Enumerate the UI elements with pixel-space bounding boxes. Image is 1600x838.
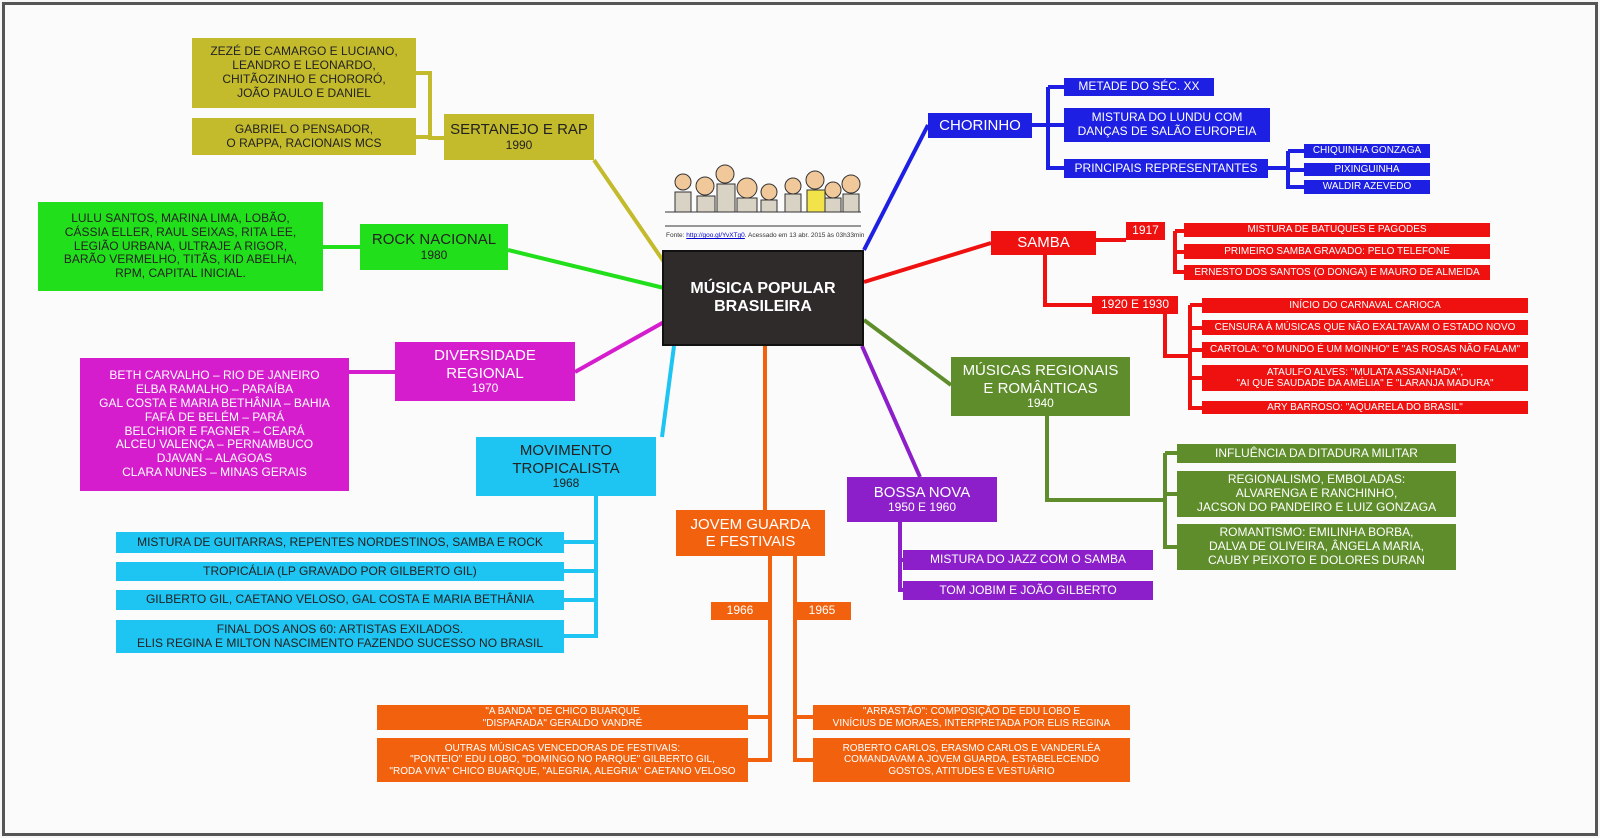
connector-sertanejo	[592, 158, 666, 264]
diversidade-item: BETH CARVALHO – RIO DE JANEIRO ELBA RAMA…	[80, 358, 349, 491]
bossa-nova-item: TOM JOBIM E JOÃO GILBERTO	[903, 581, 1153, 600]
central-topic: MÚSICA POPULAR BRASILEIRA	[662, 250, 864, 346]
bossa-nova-item: MISTURA DO JAZZ COM O SAMBA	[903, 550, 1153, 570]
node-title: MÚSICAS REGIONAIS E ROMÂNTICAS	[962, 362, 1119, 397]
node-year: 1970	[471, 380, 499, 395]
musicians-illustration	[665, 164, 861, 227]
chorinho-representante: WALDIR AZEVEDO	[1304, 180, 1430, 194]
chorinho-representante: CHIQUINHA GONZAGA	[1304, 144, 1430, 158]
connector-diversidade	[574, 320, 665, 374]
samba-item: MISTURA DE BATUQUES E PAGODES	[1184, 223, 1490, 237]
jovem-guarda-item: OUTRAS MÚSICAS VENCEDORAS DE FESTIVAIS: …	[377, 738, 748, 782]
regionais-item: INFLUÊNCIA DA DITADURA MILITAR	[1177, 444, 1456, 463]
node-year: 1940	[1027, 395, 1054, 410]
samba-item: ARY BARROSO: "AQUARELA DO BRASIL"	[1202, 401, 1528, 414]
node-title: ROCK NACIONAL	[371, 231, 497, 249]
samba-year-1917: 1917	[1126, 222, 1165, 240]
rock-item: LULU SANTOS, MARINA LIMA, LOBÃO, CÁSSIA …	[38, 202, 323, 291]
node-jovem-guarda: JOVEM GUARDA E FESTIVAIS	[676, 510, 825, 556]
samba-year-1920-1930: 1920 E 1930	[1092, 296, 1178, 314]
node-year: 1950 E 1960	[887, 500, 957, 515]
regionais-item: ROMANTISMO: EMILINHA BORBA, DALVA DE OLI…	[1177, 524, 1456, 570]
jovem-guarda-year-1966: 1966	[711, 602, 769, 620]
sertanejo-item: GABRIEL O PENSADOR, O RAPPA, RACIONAIS M…	[192, 118, 416, 155]
chorinho-item: MISTURA DO LUNDU COM DANÇAS DE SALÃO EUR…	[1064, 108, 1270, 142]
tropicalista-item: FINAL DOS ANOS 60: ARTISTAS EXILADOS. EL…	[116, 620, 564, 653]
samba-item: CARTOLA: "O MUNDO É UM MOINHO" E "AS ROS…	[1202, 342, 1528, 358]
samba-item: PRIMEIRO SAMBA GRAVADO: PELO TELEFONE	[1184, 244, 1490, 259]
connector-tropicalista	[660, 345, 676, 438]
tropicalista-item: MISTURA DE GUITARRAS, REPENTES NORDESTIN…	[116, 532, 564, 553]
chorinho-item: PRINCIPAIS REPRESENTANTES	[1064, 159, 1268, 178]
jovem-guarda-item: ROBERTO CARLOS, ERASMO CARLOS E VANDERLÉ…	[813, 738, 1130, 782]
jovem-guarda-year-1965: 1965	[793, 602, 851, 620]
node-chorinho: CHORINHO	[928, 113, 1032, 138]
samba-item: ERNESTO DOS SANTOS (O DONGA) E MAURO DE …	[1184, 265, 1490, 280]
chorinho-item: METADE DO SÉC. XX	[1064, 78, 1214, 96]
node-samba: SAMBA	[991, 231, 1096, 255]
node-title: DIVERSIDADE REGIONAL	[434, 347, 536, 382]
connector-regionais	[862, 318, 953, 387]
tropicalista-item: GILBERTO GIL, CAETANO VELOSO, GAL COSTA …	[116, 590, 564, 610]
jovem-guarda-item: "ARRASTÃO": COMPOSIÇÃO DE EDU LOBO E VIN…	[813, 705, 1130, 730]
node-year: 1980	[420, 247, 448, 262]
samba-item: INÍCIO DO CARNAVAL CARIOCA	[1202, 298, 1528, 313]
samba-item: CENSURA À MÚSICAS QUE NÃO EXALTAVAM O ES…	[1202, 320, 1528, 335]
node-title: SERTANEJO E RAP	[450, 121, 588, 139]
node-year: 1990	[505, 137, 533, 152]
chorinho-representante: PIXINGUINHA	[1304, 163, 1430, 176]
connector-rock	[507, 248, 665, 290]
connector-samba	[863, 241, 992, 284]
tropicalista-item: TROPICÁLIA (LP GRAVADO POR GILBERTO GIL)	[116, 562, 564, 581]
regionais-item: REGIONALISMO, EMBOLADAS: ALVARENGA E RAN…	[1177, 471, 1456, 517]
jovem-guarda-item: "A BANDA" DE CHICO BUARQUE "DISPARADA" G…	[377, 705, 748, 730]
caption-link[interactable]: http://goo.gl/YvXTg0	[686, 232, 745, 239]
caption-suffix: . Acessado em 13 abr. 2015 às 03h33min	[744, 232, 865, 239]
node-year: 1968	[552, 475, 580, 490]
samba-item: ATAULFO ALVES: "MULATA ASSANHADA", "AI Q…	[1202, 365, 1528, 391]
caption-prefix: Fonte:	[666, 232, 685, 239]
sertanejo-item: ZEZÉ DE CAMARGO E LUCIANO, LEANDRO E LEO…	[192, 38, 416, 108]
node-title: BOSSA NOVA	[873, 483, 971, 501]
connector-bossa-nova	[860, 345, 922, 478]
image-caption: Fonte: http://goo.gl/YvXTg0. Acessado em…	[666, 232, 864, 239]
node-title: MOVIMENTO TROPICALISTA	[512, 442, 620, 477]
connector-chorinho	[862, 124, 930, 251]
